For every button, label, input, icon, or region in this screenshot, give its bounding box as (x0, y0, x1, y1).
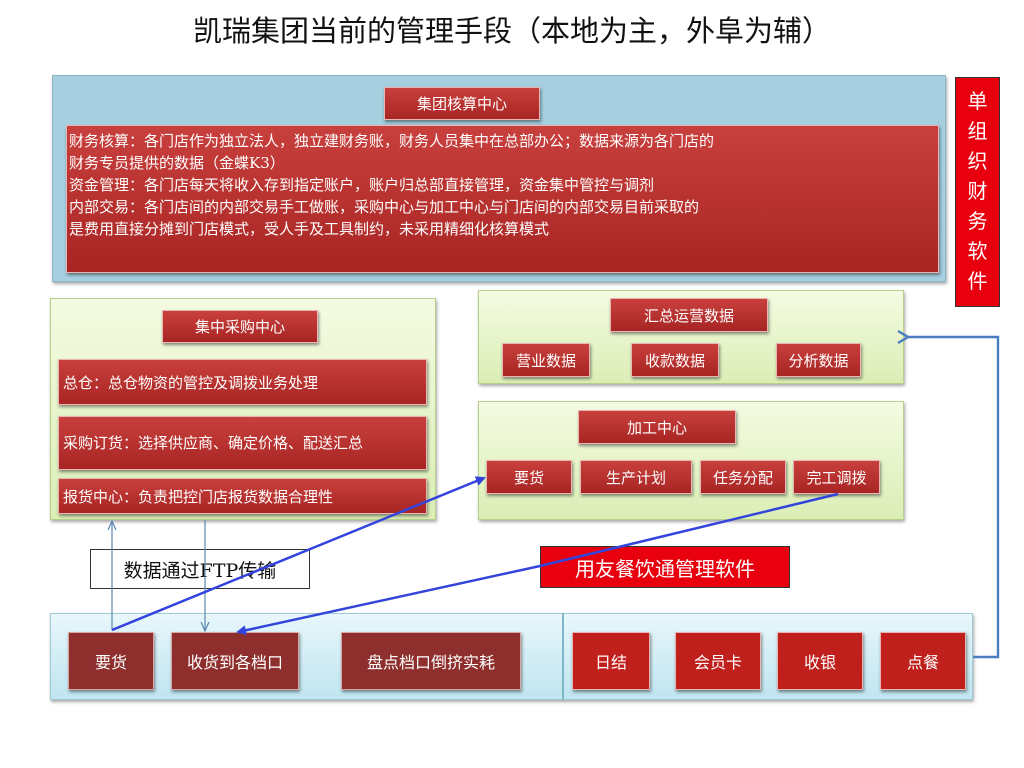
page-title: 凯瑞集团当前的管理手段（本地为主，外阜为辅） (192, 14, 831, 48)
store-item-cashier: 收银 (777, 632, 863, 690)
summary-item-analysis: 分析数据 (776, 343, 861, 377)
purchasing-item-warehouse: 总仓：总仓物资的管控及调拨业务处理 (58, 359, 427, 405)
store-to-summary-connector (908, 337, 1000, 659)
software-label: 用友餐饮通管理软件 (540, 546, 790, 588)
store-panel-divider (562, 613, 564, 700)
accounting-line-5: 是费用直接分摊到门店模式，受人手及工具制约，未采用精细化核算模式 (69, 220, 550, 238)
summary-item-payment: 收款数据 (631, 343, 719, 377)
single-org-finance-software-label: 单 组 织 财 务 软 件 (955, 77, 1000, 307)
accounting-line-4: 内部交易：各门店间的内部交易手工做账，采购中心与加工中心与门店间的内部交易目前采… (69, 198, 700, 216)
processing-center-header: 加工中心 (578, 410, 736, 444)
store-item-member-card: 会员卡 (675, 632, 761, 690)
processing-item-task-assignment: 任务分配 (700, 460, 786, 494)
purchasing-item-ordering: 采购订货：选择供应商、确定价格、配送汇总 (58, 416, 427, 470)
summary-item-business: 营业数据 (502, 343, 590, 377)
store-item-inventory-consumption: 盘点档口倒挤实耗 (341, 632, 521, 690)
accounting-description: 财务核算：各门店作为独立法人，独立建财务账，财务人员集中在总部办公；数据来源为各… (66, 125, 939, 273)
processing-item-completion-transfer: 完工调拨 (793, 460, 880, 494)
purchasing-item-reporting: 报货中心：负责把控门店报货数据合理性 (58, 478, 427, 514)
accounting-line-1: 财务核算：各门店作为独立法人，独立建财务账，财务人员集中在总部办公；数据来源为各… (69, 132, 715, 150)
accounting-line-3: 资金管理：各门店每天将收入存到指定账户，账户归总部直接管理，资金集中管控与调剂 (69, 176, 655, 194)
accounting-center-header: 集团核算中心 (384, 87, 540, 120)
store-item-daily-close: 日结 (572, 632, 650, 690)
store-item-receive-to-stalls: 收货到各档口 (171, 632, 299, 690)
store-item-request: 要货 (68, 632, 154, 690)
store-item-ordering: 点餐 (880, 632, 966, 690)
purchasing-center-header: 集中采购中心 (162, 310, 318, 343)
processing-item-request: 要货 (486, 460, 572, 494)
processing-item-production-plan: 生产计划 (580, 460, 692, 494)
accounting-line-2: 财务专员提供的数据（金蝶K3） (69, 154, 285, 172)
summary-data-header: 汇总运营数据 (610, 298, 768, 332)
ftp-transfer-label: 数据通过FTP传输 (90, 549, 310, 589)
